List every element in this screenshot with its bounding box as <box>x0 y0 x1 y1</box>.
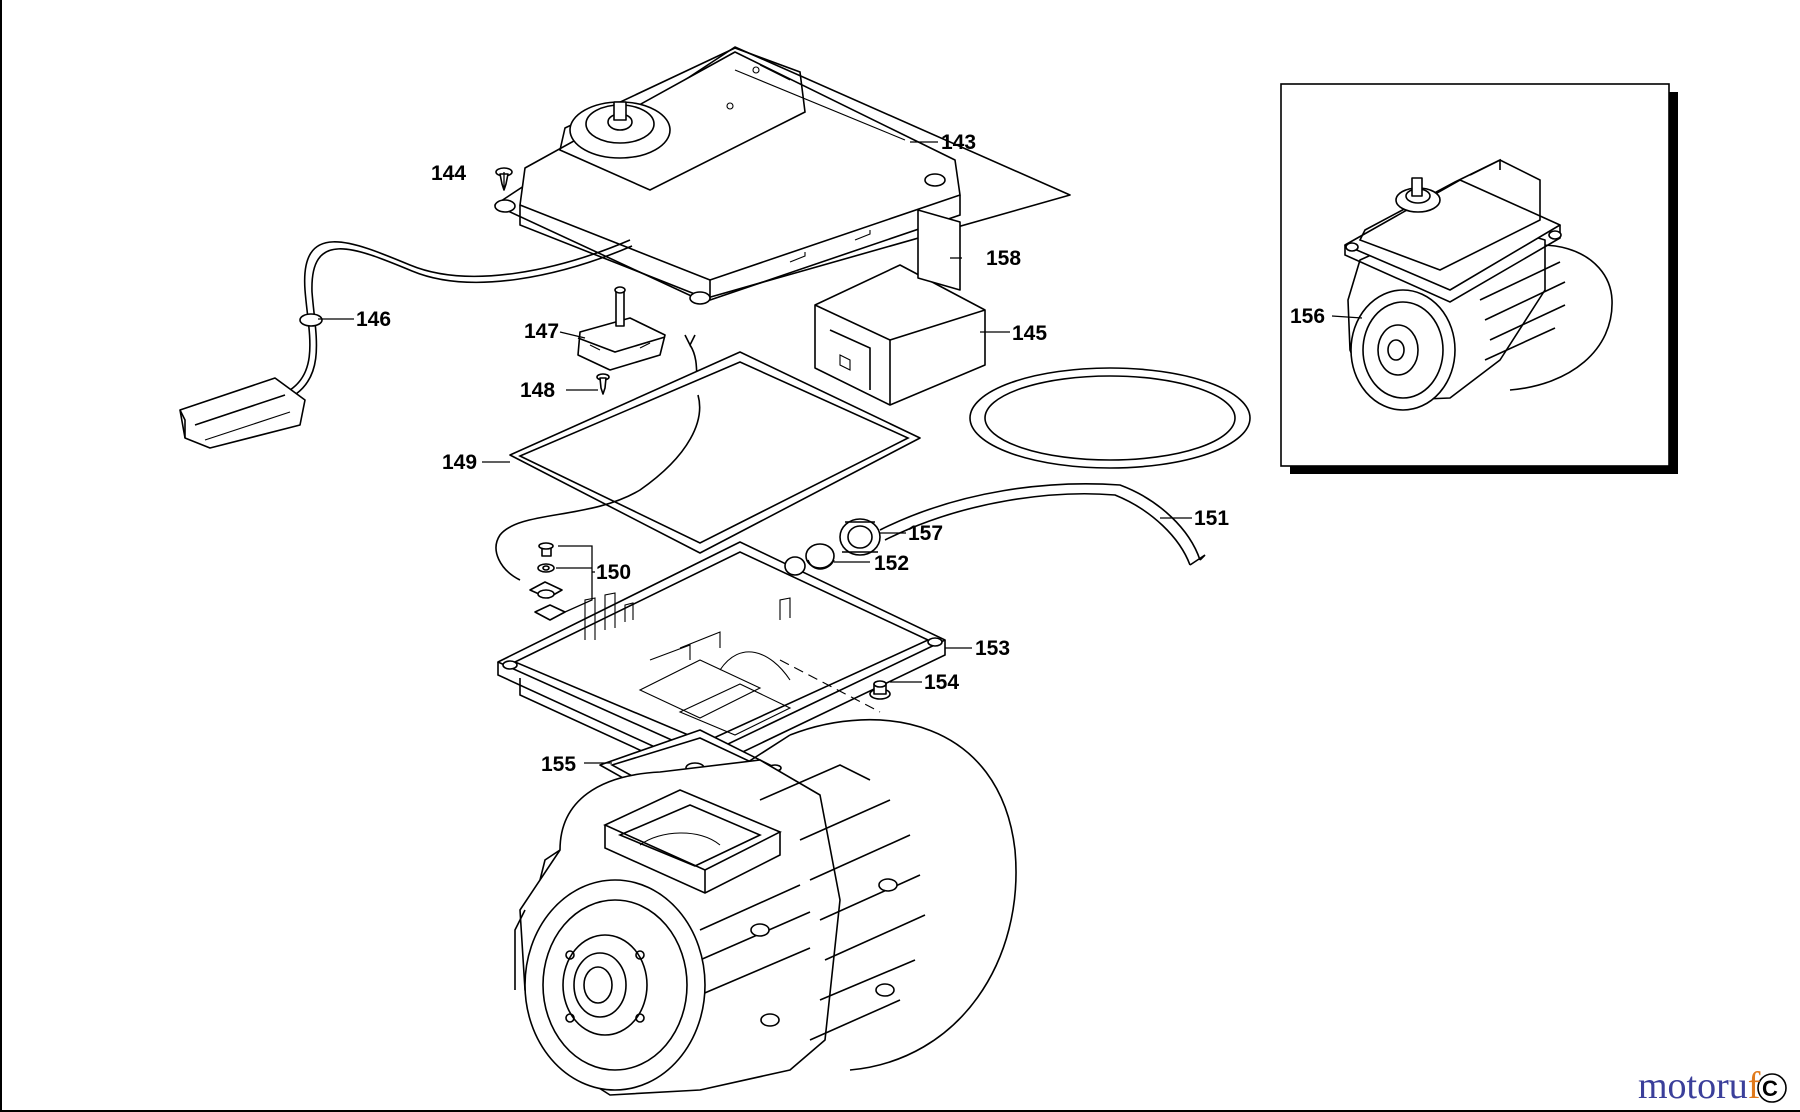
part-158-label <box>917 209 961 291</box>
label-143: 143 <box>941 131 976 154</box>
part-154-screw <box>869 680 891 700</box>
part-150-fasteners <box>529 542 566 621</box>
part-157-gland-nut <box>839 518 881 556</box>
label-155: 155 <box>541 753 576 776</box>
brand-name-part-b: f <box>1747 1065 1761 1107</box>
label-150: 150 <box>596 561 631 584</box>
part-146-switch-cable <box>179 239 633 449</box>
leader-lines <box>318 141 1363 764</box>
corner-mark: C <box>1757 1073 1787 1103</box>
label-149: 149 <box>442 451 477 474</box>
label-157: 157 <box>908 522 943 545</box>
label-144: 144 <box>431 162 466 185</box>
part-motor-body <box>514 718 1017 1096</box>
label-148: 148 <box>520 379 555 402</box>
label-154: 154 <box>924 671 959 694</box>
inset-assembled-view <box>1280 83 1678 474</box>
label-153: 153 <box>975 637 1010 660</box>
brand-name-part-a: motoru <box>1638 1065 1748 1107</box>
part-147-switch <box>577 286 699 396</box>
label-152: 152 <box>874 552 909 575</box>
label-146: 146 <box>356 308 391 331</box>
corner-mark-letter: C <box>1762 1076 1778 1101</box>
part-149-gasket <box>495 351 921 581</box>
label-145: 145 <box>1012 322 1047 345</box>
brand-watermark: motoruf <box>1638 1064 1788 1108</box>
label-156: 156 <box>1290 305 1325 328</box>
label-158: 158 <box>986 247 1021 270</box>
part-148-screw <box>596 373 610 395</box>
part-152-gland-insert <box>805 543 835 570</box>
label-147: 147 <box>524 320 559 343</box>
part-151-cable <box>879 367 1251 566</box>
part-labels: 143 144 145 146 147 148 149 150 151 152 … <box>356 131 1325 776</box>
label-151: 151 <box>1194 507 1229 530</box>
part-143-terminal-cover <box>494 46 1071 305</box>
part-145-block <box>814 264 986 406</box>
